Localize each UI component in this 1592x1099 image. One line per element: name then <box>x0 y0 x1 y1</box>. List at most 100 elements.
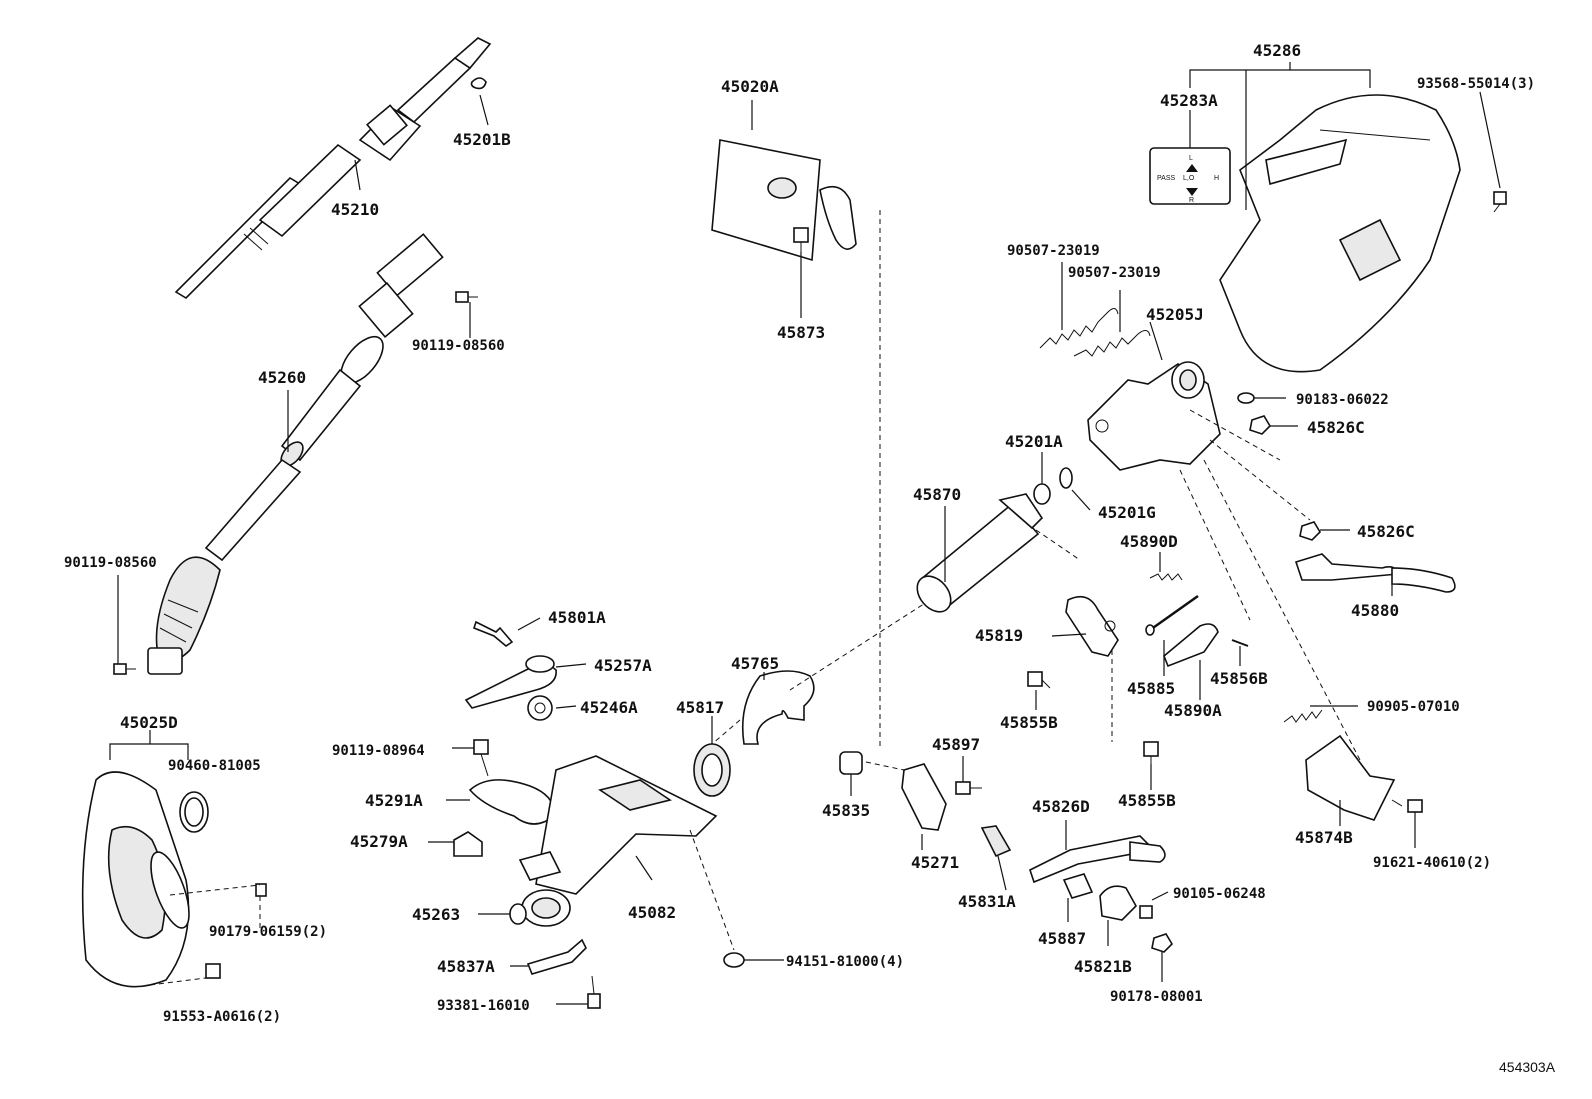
label-45201G: 45201G <box>1098 503 1156 522</box>
label-45286: 45286 <box>1253 41 1301 60</box>
bolt-90119-08560-top <box>455 291 478 338</box>
part-45856B-pin <box>1231 639 1249 666</box>
part-45765-clamp <box>741 670 815 745</box>
label-45835: 45835 <box>822 801 870 820</box>
part-45831A-spring-bolt <box>980 825 1012 891</box>
part-45885-pin <box>1145 594 1199 676</box>
label-90178-08001: 90178-08001 <box>1110 989 1203 1005</box>
label-45870: 45870 <box>913 485 961 504</box>
label-45817: 45817 <box>676 698 724 717</box>
label-45082: 45082 <box>628 903 676 922</box>
arrow-down-icon <box>1186 188 1198 196</box>
dash-45835-45897 <box>865 761 905 771</box>
label-45025D: 45025D <box>120 713 178 732</box>
label-94151-81000: 94151-81000(4) <box>786 954 904 970</box>
label-90119-08560-left: 90119-08560 <box>64 555 157 571</box>
label-93568-55014: 93568-55014(3) <box>1417 76 1535 92</box>
label-45826C-mid: 45826C <box>1357 522 1415 541</box>
bolt-90119-08964 <box>452 739 489 777</box>
dash-45765-45817 <box>711 719 741 745</box>
label-93381-16010: 93381-16010 <box>437 998 530 1014</box>
label-91621-40610: 91621-40610(2) <box>1373 855 1491 871</box>
label-90119-08964: 90119-08964 <box>332 743 425 759</box>
part-45283A-dimmer-switch-label: PASS L,O H L R <box>1149 110 1231 205</box>
part-45887-plate <box>1062 873 1094 922</box>
part-45817-bushing <box>693 716 731 797</box>
dash-45082-94151 <box>689 829 735 951</box>
dash-45205J-45874B <box>1203 459 1361 761</box>
label-45257A: 45257A <box>594 656 652 675</box>
part-45821B-plate <box>1099 885 1137 946</box>
label-45890D: 45890D <box>1120 532 1178 551</box>
part-45257A-lever <box>464 655 587 709</box>
part-45835-cap <box>839 751 863 796</box>
dash-45205J-45826C <box>1189 409 1281 461</box>
label-45874B: 45874B <box>1295 828 1353 847</box>
leader-45210 <box>354 159 361 191</box>
part-45880-tilt-lever <box>1294 553 1456 596</box>
bolt-90105-06248 <box>1139 891 1169 919</box>
part-45890A-lever <box>1163 623 1219 700</box>
part-45246A-gear <box>527 695 577 721</box>
dash-45205J-45890A <box>1179 469 1251 621</box>
label-90905-07010: 90905-07010 <box>1367 699 1460 715</box>
nut-94151-81000 <box>723 952 784 968</box>
part-labels: 45201B 45210 45260 90119-08560 90119-085… <box>64 41 1556 1075</box>
switch-pass-text: PASS <box>1157 175 1175 182</box>
label-45831A: 45831A <box>958 892 1016 911</box>
part-45890D-spring <box>1149 552 1183 581</box>
label-45880: 45880 <box>1351 601 1399 620</box>
part-45201A-ring <box>1033 452 1051 505</box>
label-90507-23019-b: 90507-23019 <box>1068 265 1161 281</box>
screw-93568-55014 <box>1479 91 1507 213</box>
label-45856B: 45856B <box>1210 669 1268 688</box>
part-45870-column-tube <box>916 493 1044 613</box>
label-45855B-right: 45855B <box>1118 791 1176 810</box>
part-45819-bracket <box>1051 595 1119 657</box>
label-45279A: 45279A <box>350 832 408 851</box>
part-45210-intermediate-shaft <box>174 37 492 300</box>
switch-center-text: L,O <box>1183 175 1195 182</box>
label-45801A: 45801A <box>548 608 606 627</box>
label-45260: 45260 <box>258 368 306 387</box>
label-90507-23019-a: 90507-23019 <box>1007 243 1100 259</box>
bolt-90119-08560-left <box>113 575 136 675</box>
part-45260-lower-shaft <box>147 233 444 675</box>
part-45263-washer <box>478 903 527 925</box>
bolt-93381-16010 <box>556 975 601 1009</box>
label-90460-81005: 90460-81005 <box>168 758 261 774</box>
nut-90178-08001 <box>1151 933 1174 982</box>
label-45210: 45210 <box>331 200 379 219</box>
label-45263: 45263 <box>412 905 460 924</box>
bolt-45855B-right <box>1143 741 1159 790</box>
label-45020A: 45020A <box>721 77 779 96</box>
label-45271: 45271 <box>911 853 959 872</box>
label-45887: 45887 <box>1038 929 1086 948</box>
label-45837A: 45837A <box>437 957 495 976</box>
part-45201B-clip <box>470 77 489 126</box>
part-45279A-pad <box>428 831 483 857</box>
bolt-45873 <box>793 227 809 318</box>
dash-45870-45205J <box>1035 529 1081 561</box>
part-45837A-plate <box>510 938 587 975</box>
label-90183-06022: 90183-06022 <box>1296 392 1389 408</box>
label-45819: 45819 <box>975 626 1023 645</box>
part-45801A-bracket <box>473 617 541 647</box>
label-90179-06159: 90179-06159(2) <box>209 924 327 940</box>
label-45205J: 45205J <box>1146 305 1204 324</box>
part-90905-07010-spring <box>1283 705 1358 723</box>
arrow-up-icon <box>1186 164 1198 172</box>
label-45885: 45885 <box>1127 679 1175 698</box>
label-45826D: 45826D <box>1032 797 1090 816</box>
label-45283A: 45283A <box>1160 91 1218 110</box>
part-45205J-bracket <box>1087 321 1221 471</box>
switch-h-text: H <box>1214 175 1219 182</box>
nut-45826C-mid <box>1299 521 1350 541</box>
washer-90183-06022 <box>1237 392 1286 404</box>
label-45291A: 45291A <box>365 791 423 810</box>
bolt-45855B-left <box>1027 671 1051 710</box>
label-90105-06248: 90105-06248 <box>1173 886 1266 902</box>
label-45246A: 45246A <box>580 698 638 717</box>
part-45082-column-bracket <box>518 755 718 927</box>
